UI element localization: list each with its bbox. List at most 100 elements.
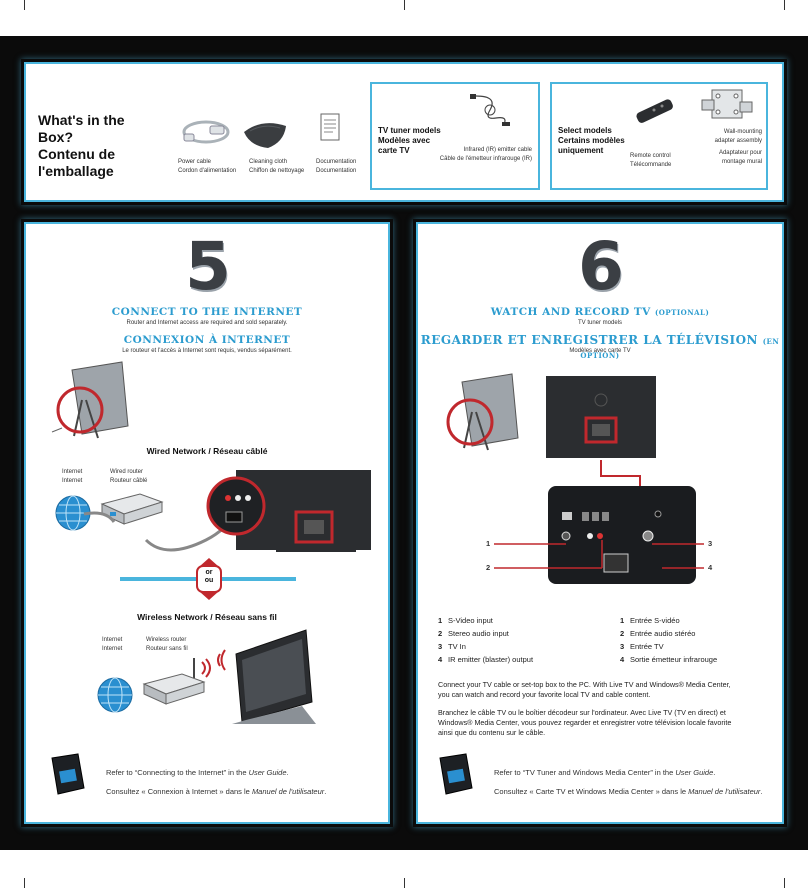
ref-guide-name: Manuel de l'utilisateur <box>251 787 325 796</box>
note-fr: Le routeur et l'accès à Internet sont re… <box>122 348 292 354</box>
legend-text: Stereo audio input <box>448 629 509 638</box>
legend-item-en: 3 TV In <box>438 642 466 651</box>
callout-1: 1 <box>486 539 491 548</box>
crop-mark <box>24 878 25 888</box>
legend-text: Entrée TV <box>630 642 664 651</box>
user-guide-ref-en: Refer to “Connecting to the Internet” in… <box>106 768 289 777</box>
ref-text: Consultez « Carte TV et Windows Media Ce… <box>494 787 689 796</box>
crop-mark <box>784 0 785 10</box>
legend-item-en: 1 S-Video input <box>438 616 493 625</box>
item-en: Infrared (IR) emitter cable <box>463 147 532 153</box>
description-fr: Branchez le câble TV ou le boîtier décod… <box>438 708 758 738</box>
or-en: or <box>205 569 213 576</box>
internet-label-wireless: Internet Internet <box>102 636 122 654</box>
heading-fr: REGARDER ET ENREGISTRER LA TÉLÉVISION (E… <box>418 333 782 361</box>
cleaning-cloth-label: Cleaning cloth Chiffon de nettoyage <box>249 158 304 176</box>
pc-back-zoom-illustration <box>446 373 519 451</box>
or-label: or ou <box>198 569 220 585</box>
item-en: Remote control <box>630 153 671 159</box>
title-line: Select models <box>558 126 612 135</box>
internet-label: Internet Internet <box>62 468 82 486</box>
legend-text: Sortie émetteur infrarouge <box>630 655 718 664</box>
item-fr: Documentation <box>316 168 357 174</box>
legend-item-fr: 4 Sortie émetteur infrarouge <box>620 655 717 664</box>
legend-number: 3 <box>438 642 443 651</box>
description-en: Connect your TV cable or set-top box to … <box>438 680 758 700</box>
user-guide-ref-fr: Consultez « Connexion à Internet » dans … <box>106 787 326 796</box>
item-en: Power cable <box>178 159 212 165</box>
note-en: Router and Internet access are required … <box>126 320 288 326</box>
description-line: Connect your TV cable or set-top box to … <box>438 680 731 689</box>
item-fr: montage mural <box>721 159 762 165</box>
callout-3: 3 <box>708 539 713 548</box>
box-title-line: Contenu de <box>38 146 115 162</box>
wired-router-label: Wired router Routeur câblé <box>110 468 147 486</box>
ref-text: . <box>286 768 289 777</box>
ir-emitter-cable-icon <box>470 94 510 126</box>
wireless-pc-illustration <box>217 629 316 724</box>
callout-2: 2 <box>486 563 491 572</box>
legend-text: Entrée audio stéréo <box>630 629 696 638</box>
tv-ports-closeup <box>548 486 696 584</box>
globe-icon <box>97 677 133 713</box>
legend-number: 2 <box>620 629 625 638</box>
box-title-line: What's in the Box? <box>38 112 125 145</box>
ref-text: Refer to “TV Tuner and Windows Media Cen… <box>494 768 676 777</box>
heading-en-optional: (OPTIONAL) <box>654 308 710 317</box>
legend-item-fr: 2 Entrée audio stéréo <box>620 629 695 638</box>
legend-number: 1 <box>438 616 443 625</box>
legend-text: IR emitter (blaster) output <box>448 655 534 664</box>
legend-number: 4 <box>620 655 625 664</box>
tv-tuner-box: TV tuner models Modèles avec carte TV In… <box>370 82 540 190</box>
label-fr: Internet <box>102 646 123 652</box>
box-title-line: l'emballage <box>38 163 114 179</box>
item-fr: Cordon d'alimentation <box>178 168 237 174</box>
ref-guide-name: Manuel de l'utilisateur <box>688 787 761 796</box>
box-title: What's in the Box? Contenu de l'emballag… <box>38 112 158 180</box>
legend-number: 4 <box>438 655 443 664</box>
item-en: adapter assembly <box>714 138 762 144</box>
power-cable-label: Power cable Cordon d'alimentation <box>178 158 236 176</box>
crop-mark <box>404 878 405 888</box>
wireless-router-icon <box>142 658 211 705</box>
cleaning-cloth-icon <box>244 123 286 148</box>
remote-control-icon <box>636 99 673 123</box>
legend-number: 1 <box>620 616 625 625</box>
item-fr: Télécommande <box>630 162 672 168</box>
callout-4: 4 <box>708 563 713 572</box>
user-guide-ref-en: Refer to “TV Tuner and Windows Media Cen… <box>494 768 715 777</box>
ref-text: . <box>760 787 763 796</box>
ir-emitter-label: Infrared (IR) emitter cable Câble de l'é… <box>422 146 532 164</box>
title-line: Modèles avec <box>378 136 431 145</box>
legend-text: Entrée S-vidéo <box>630 616 680 625</box>
ref-text: . <box>324 787 327 796</box>
label-en: Internet <box>62 469 83 475</box>
step-6-panel: 6 WATCH AND RECORD TV (OPTIONAL) TV tune… <box>416 222 784 824</box>
crop-mark <box>24 0 25 10</box>
label-fr: Routeur câblé <box>110 478 148 484</box>
item-fr: Adaptateur pour <box>718 150 762 156</box>
title-line: carte TV <box>378 146 410 155</box>
legend-text: S-Video input <box>448 616 493 625</box>
description-line: ainsi que du contenu sur le câble. <box>438 728 546 737</box>
legend-text: TV In <box>448 642 466 651</box>
wall-mount-adapter-icon <box>701 89 753 119</box>
description-line: Windows® Media Center, vous pouvez regar… <box>438 718 732 727</box>
heading-en: WATCH AND RECORD TV (OPTIONAL) <box>418 306 782 318</box>
legend-number: 3 <box>620 642 625 651</box>
ref-guide-name: User Guide <box>675 768 714 777</box>
note-fr: Modèles avec carte TV <box>569 348 631 354</box>
description-line: you can watch and record your favorite l… <box>438 690 651 699</box>
item-fr: Câble de l'émetteur infrarouge (IR) <box>439 156 532 162</box>
step-5-panel: 5 CONNECT TO THE INTERNET Router and Int… <box>24 222 390 824</box>
pc-rear-illustration <box>546 376 656 458</box>
crop-mark <box>404 0 405 10</box>
ref-guide-name: User Guide <box>248 768 287 777</box>
wired-connection-illustration <box>83 470 371 552</box>
description-line: Branchez le câble TV ou le boîtier décod… <box>438 708 726 717</box>
select-models-box: Select models Certains modèles uniquemen… <box>550 82 768 190</box>
title-line: uniquement <box>558 146 604 155</box>
item-en: Wall-mounting <box>723 129 762 135</box>
or-arrow-icon <box>196 558 222 600</box>
legend-number: 2 <box>438 629 443 638</box>
